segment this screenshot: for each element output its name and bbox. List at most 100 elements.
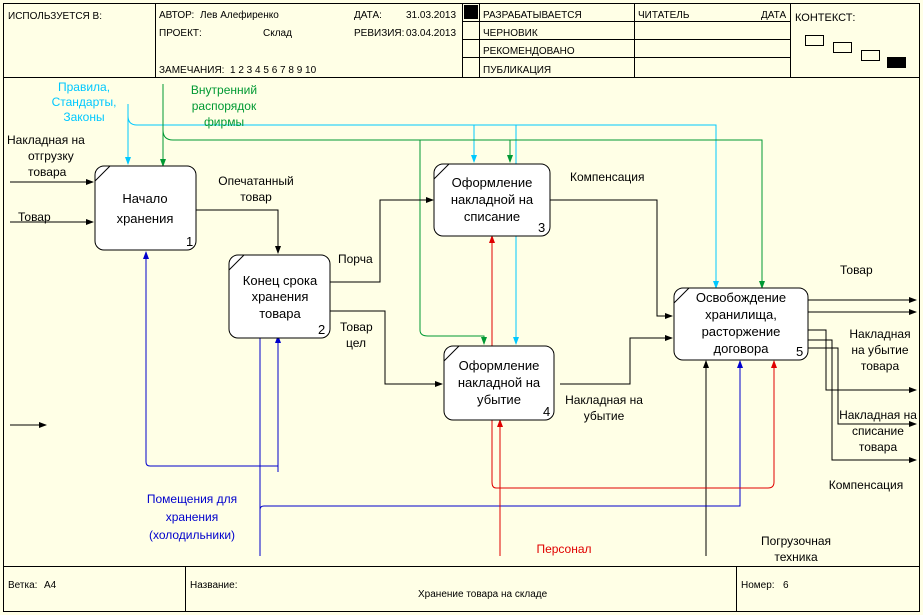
box-4-line-3: убытие bbox=[477, 392, 521, 407]
svg-text:товар: товар bbox=[240, 190, 272, 204]
box-3-line-1: Оформление bbox=[452, 175, 533, 190]
svg-text:цел: цел bbox=[346, 336, 366, 350]
arrow-internal bbox=[160, 84, 765, 345]
notes-label: ЗАМЕЧАНИЯ: bbox=[159, 65, 225, 76]
label-compensation-out: Компенсация bbox=[829, 478, 903, 492]
name-label: Название: bbox=[190, 580, 238, 591]
revision-value: 03.04.2013 bbox=[406, 28, 457, 39]
svg-text:распорядок: распорядок bbox=[192, 99, 257, 113]
box-5-line-2: хранилища, bbox=[705, 307, 777, 322]
reader-date-label: ДАТА bbox=[761, 10, 787, 21]
context-node-3 bbox=[861, 50, 880, 61]
title-cell: Название: Хранение товара на складе bbox=[186, 567, 737, 612]
label-personnel: Персонал bbox=[536, 542, 591, 556]
box-2: Конец срока хранения товара 2 bbox=[228, 254, 331, 339]
svg-text:хранения: хранения bbox=[166, 510, 218, 524]
label-invoice-loss-mid: Накладная на убытие bbox=[565, 393, 643, 423]
box-3-line-3: списание bbox=[464, 209, 520, 224]
svg-text:отгрузку: отгрузку bbox=[28, 149, 74, 163]
notes-value: 1 2 3 4 5 6 7 8 9 10 bbox=[230, 65, 317, 76]
diagram-frame: ИСПОЛЬЗУЕТСЯ В: АВТОР: Лев Алефиренко ПР… bbox=[3, 3, 920, 612]
box-4-line-1: Оформление bbox=[459, 358, 540, 373]
diagram-title: Хранение товара на складе bbox=[418, 589, 548, 600]
box-4-line-2: накладной на bbox=[458, 375, 541, 390]
status-publication: ПУБЛИКАЦИЯ bbox=[483, 65, 552, 76]
arrow-personnel bbox=[489, 235, 777, 556]
author-label: АВТОР: bbox=[159, 10, 195, 21]
status-mark-column bbox=[463, 4, 480, 77]
date-value: 31.03.2013 bbox=[406, 10, 457, 21]
svg-text:Внутренний: Внутренний bbox=[191, 83, 257, 97]
label-goods-in: Товар bbox=[18, 210, 51, 224]
date-label: ДАТА: bbox=[354, 10, 382, 21]
box-4: Оформление накладной на убытие 4 bbox=[443, 345, 555, 421]
svg-text:убытие: убытие bbox=[584, 409, 625, 423]
context-node-1 bbox=[805, 35, 824, 46]
label-rules: Правила, Стандарты, Законы bbox=[52, 80, 117, 124]
arrows-black bbox=[10, 179, 917, 556]
svg-text:Накладная на: Накладная на bbox=[565, 393, 643, 407]
label-invoice-writeoff-out: Накладная на списание товара bbox=[839, 408, 917, 454]
box-3: Оформление накладной на списание 3 bbox=[433, 163, 551, 237]
number-value: 6 bbox=[783, 580, 789, 591]
node-label: Ветка: bbox=[8, 580, 38, 591]
label-goods-out: Товар bbox=[840, 263, 873, 277]
revision-label: РЕВИЗИЯ: bbox=[354, 28, 405, 39]
label-compensation-top: Компенсация bbox=[570, 170, 644, 184]
node-value: А4 bbox=[44, 580, 57, 591]
svg-text:Стандарты,: Стандарты, bbox=[52, 95, 117, 109]
status-developing: РАЗРАБАТЫВАЕТСЯ bbox=[483, 10, 582, 21]
author-value: Лев Алефиренко bbox=[200, 10, 279, 21]
svg-text:Накладная на: Накладная на bbox=[7, 133, 85, 147]
reader-column: ЧИТАТЕЛЬ ДАТА bbox=[635, 4, 791, 77]
svg-text:Законы: Законы bbox=[63, 110, 104, 124]
svg-text:фирмы: фирмы bbox=[204, 115, 244, 129]
context-cell: КОНТЕКСТ: bbox=[791, 4, 919, 77]
context-label: КОНТЕКСТ: bbox=[795, 12, 856, 24]
box-1-line-2: хранения bbox=[117, 211, 174, 226]
context-node-current bbox=[887, 57, 906, 68]
used-in-cell: ИСПОЛЬЗУЕТСЯ В: bbox=[4, 4, 156, 77]
arrow-premises bbox=[143, 251, 743, 556]
svg-text:Накладная на: Накладная на bbox=[839, 408, 917, 422]
svg-text:товара: товара bbox=[861, 359, 900, 373]
svg-text:(холодильники): (холодильники) bbox=[149, 528, 235, 542]
box-1: Начало хранения 1 bbox=[94, 165, 197, 251]
box-5-number: 5 bbox=[796, 344, 803, 359]
box-5: Освобождение хранилища, расторжение дого… bbox=[673, 287, 809, 361]
label-invoice-shipping: Накладная на отгрузку товара bbox=[7, 133, 85, 179]
box-2-line-3: товара bbox=[259, 306, 301, 321]
number-cell: Номер: 6 bbox=[737, 567, 919, 612]
box-4-number: 4 bbox=[543, 404, 550, 419]
svg-text:товара: товара bbox=[859, 440, 898, 454]
svg-text:Товар: Товар bbox=[340, 320, 373, 334]
number-label: Номер: bbox=[741, 580, 775, 591]
project-label: ПРОЕКТ: bbox=[159, 28, 202, 39]
svg-text:Опечатанный: Опечатанный bbox=[218, 174, 293, 188]
label-spoilage: Порча bbox=[338, 252, 373, 266]
box-2-line-2: хранения bbox=[252, 289, 309, 304]
box-3-number: 3 bbox=[538, 220, 545, 235]
status-column: РАЗРАБАТЫВАЕТСЯ ЧЕРНОВИК РЕКОМЕНДОВАНО П… bbox=[480, 4, 635, 77]
svg-text:Помещения для: Помещения для bbox=[147, 492, 237, 506]
label-printed-goods: Опечатанный товар bbox=[218, 174, 293, 204]
svg-text:на убытие: на убытие bbox=[851, 343, 908, 357]
status-mark bbox=[464, 5, 478, 19]
label-loading-equipment: Погрузочная техника bbox=[761, 534, 831, 564]
box-1-line-1: Начало bbox=[122, 191, 167, 206]
author-project-cell: АВТОР: Лев Алефиренко ПРОЕКТ: Склад ДАТА… bbox=[156, 4, 463, 77]
box-5-line-1: Освобождение bbox=[696, 290, 786, 305]
label-invoice-loss-out: Накладная на убытие товара bbox=[849, 327, 910, 373]
svg-text:Погрузочная: Погрузочная bbox=[761, 534, 831, 548]
box-5-line-3: расторжение bbox=[702, 324, 781, 339]
svg-text:техника: техника bbox=[774, 550, 818, 564]
svg-text:товара: товара bbox=[28, 165, 67, 179]
svg-text:Правила,: Правила, bbox=[58, 80, 110, 94]
label-goods-whole: Товар цел bbox=[340, 320, 373, 350]
svg-text:Накладная: Накладная bbox=[849, 327, 910, 341]
context-node-2 bbox=[833, 42, 852, 53]
header-block: ИСПОЛЬЗУЕТСЯ В: АВТОР: Лев Алефиренко ПР… bbox=[4, 4, 919, 78]
node-cell: Ветка: А4 bbox=[4, 567, 186, 612]
svg-text:списание: списание bbox=[852, 424, 904, 438]
